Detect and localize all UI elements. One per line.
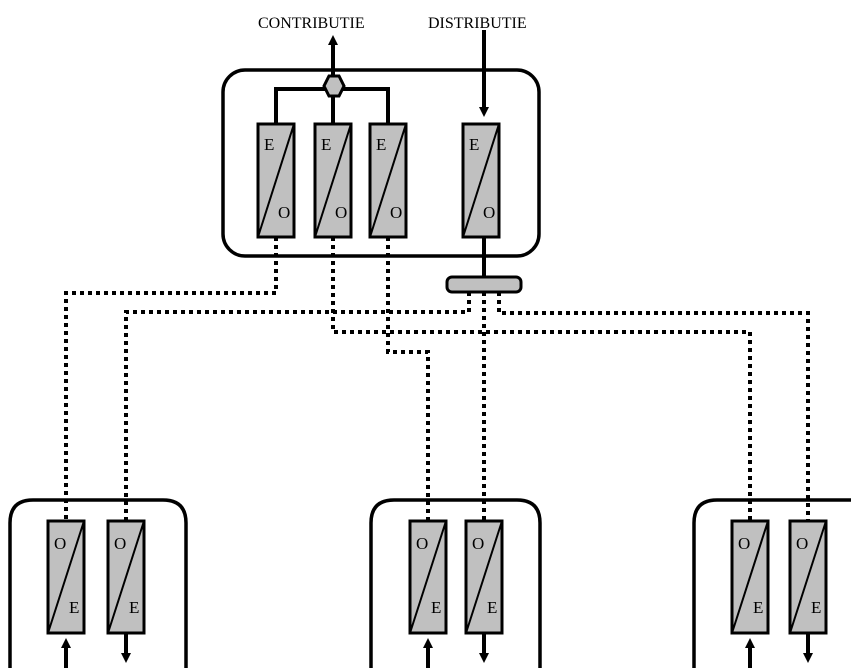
svg-text:E: E <box>321 135 331 154</box>
svg-text:O: O <box>738 534 750 553</box>
svg-text:E: E <box>376 135 386 154</box>
svg-text:O: O <box>278 203 290 222</box>
central-converter-2: E O <box>313 122 353 239</box>
remote-site-left: O E O E <box>8 498 188 668</box>
svg-text:E: E <box>753 598 763 617</box>
remote-converter-middle-1: O E <box>408 519 448 635</box>
remote-converter-right-1: O E <box>730 519 770 635</box>
svg-text:O: O <box>114 534 126 553</box>
splitter-bar <box>445 275 523 294</box>
svg-text:O: O <box>796 534 808 553</box>
remote-site-middle: O E O E <box>369 498 542 668</box>
svg-text:E: E <box>264 135 274 154</box>
remote-converter-right-2: O E <box>788 519 828 635</box>
combiner-node <box>322 74 346 98</box>
fiber-link-right-1 <box>331 237 752 521</box>
central-converter-1: E O <box>256 122 296 239</box>
contributie-label: CONTRIBUTIE <box>258 15 365 32</box>
fiber-link-middle-1 <box>386 237 430 521</box>
central-converter-4: E O <box>461 122 501 239</box>
svg-text:E: E <box>129 598 139 617</box>
svg-text:O: O <box>472 534 484 553</box>
central-converter-3: E O <box>368 122 408 239</box>
fiber-link-left-2 <box>124 292 471 521</box>
distributie-label: DISTRIBUTIE <box>428 15 527 32</box>
remote-site-right: O E O E <box>692 498 851 668</box>
svg-text:E: E <box>811 598 821 617</box>
remote-converter-middle-2: O E <box>464 519 504 635</box>
svg-text:E: E <box>431 598 441 617</box>
remote-converter-left-1: O E <box>46 519 86 635</box>
svg-text:O: O <box>483 203 495 222</box>
svg-text:O: O <box>54 534 66 553</box>
remote-converter-left-2: O E <box>106 519 146 635</box>
svg-text:E: E <box>69 598 79 617</box>
svg-text:E: E <box>487 598 497 617</box>
central-station-box <box>221 68 541 258</box>
svg-text:O: O <box>390 203 402 222</box>
svg-text:E: E <box>469 135 479 154</box>
fiber-link-right-2 <box>497 292 810 521</box>
svg-text:O: O <box>335 203 347 222</box>
svg-text:O: O <box>416 534 428 553</box>
fiber-link-left-1 <box>64 237 278 521</box>
fiber-links <box>64 237 810 521</box>
